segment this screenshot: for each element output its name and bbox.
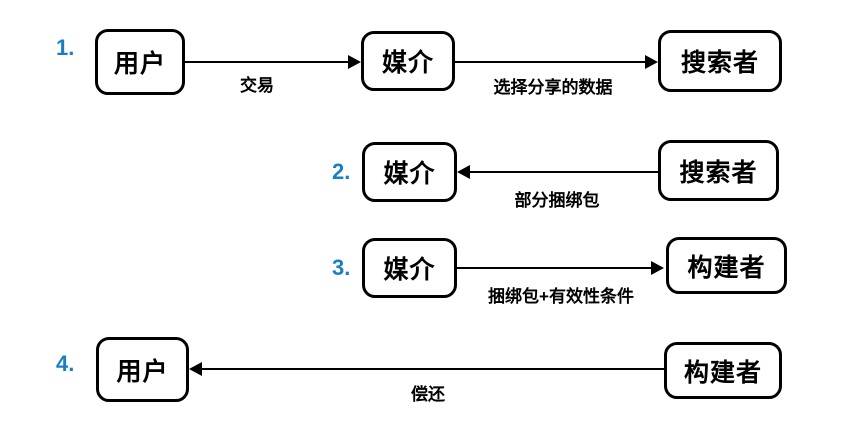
node-user-row1: 用户 [95,29,185,95]
arrow-user-to-medium-icon [185,55,361,69]
node-medium-row2: 媒介 [362,142,457,202]
edge-label-select-shared-data: 选择分享的数据 [493,78,613,97]
node-builder-row3: 构建者 [666,237,787,294]
edge-label-bundle-validity: 捆绑包+有效性条件 [488,287,634,306]
node-medium-row1: 媒介 [361,31,455,91]
edge-label-partial-bundle: 部分捆绑包 [514,191,600,210]
step-number-1: 1. [56,35,75,60]
node-user-row4: 用户 [96,337,189,402]
node-searcher-row2: 搜索者 [658,140,779,201]
arrow-builder-to-user-icon [189,362,664,376]
step-number-4: 4. [56,351,75,376]
step-number-2: 2. [332,159,351,184]
arrow-medium-to-searcher-icon [455,55,658,69]
node-builder-row4: 构建者 [664,342,782,399]
edge-label-repayment: 偿还 [411,385,445,404]
node-searcher-row1: 搜索者 [658,30,782,92]
edge-label-transaction: 交易 [240,76,274,95]
node-medium-row3: 媒介 [362,238,457,298]
arrow-searcher-to-medium-icon [457,165,658,179]
arrow-medium-to-builder-icon [457,261,664,275]
step-number-3: 3. [332,255,351,280]
